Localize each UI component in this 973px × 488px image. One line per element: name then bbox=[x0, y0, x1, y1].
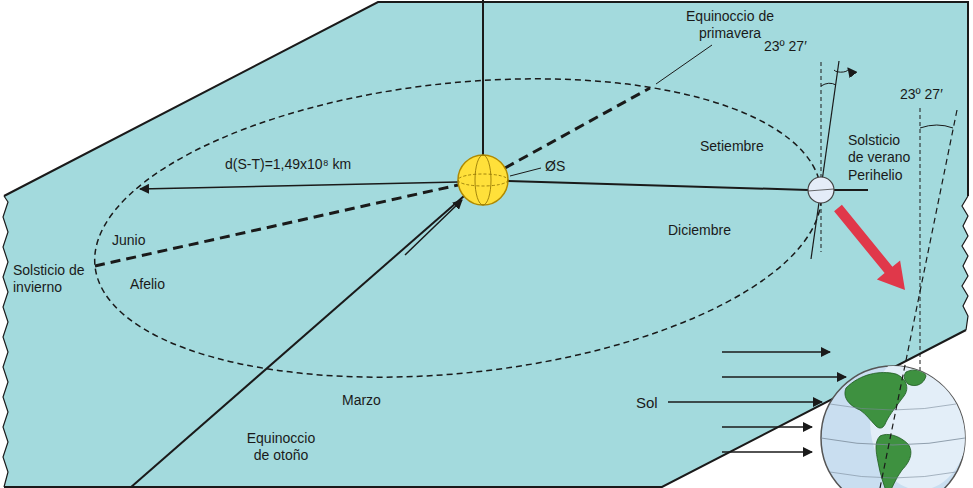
sun-meridian bbox=[475, 155, 491, 205]
equinox-label: Equinoccio de primavera bbox=[684, 8, 776, 42]
continent bbox=[845, 373, 907, 429]
distance-label: d(S-T)=1,49x10⁸ km bbox=[225, 156, 351, 173]
sun-ray bbox=[722, 351, 830, 353]
equinox-label: Equinoccio de otoño bbox=[240, 430, 322, 464]
earth bbox=[808, 177, 834, 203]
angle-label: 23º 27′ bbox=[900, 86, 943, 103]
globe-parallel bbox=[821, 438, 965, 445]
equinox-axis bbox=[130, 196, 464, 488]
reference-vertical bbox=[821, 62, 822, 252]
angle-label: 23º 27′ bbox=[764, 38, 807, 55]
sun bbox=[458, 155, 508, 205]
globe-parallel bbox=[830, 472, 956, 478]
sun-ray bbox=[722, 451, 812, 453]
leader-line bbox=[510, 168, 541, 176]
angle-arc bbox=[821, 83, 836, 86]
angle-arc bbox=[920, 125, 953, 128]
sun-earth-line bbox=[508, 181, 808, 190]
globe-parallel bbox=[830, 404, 956, 410]
pointer-arrow bbox=[405, 200, 462, 255]
sun-earth-line bbox=[834, 189, 868, 191]
sun-ray bbox=[722, 376, 846, 378]
sun-equator bbox=[458, 174, 508, 186]
diameter-label: ØS bbox=[545, 158, 565, 175]
earth-axis bbox=[811, 61, 839, 259]
month-label: Junio bbox=[112, 232, 145, 249]
zoom-arrow bbox=[834, 205, 905, 290]
continent bbox=[904, 370, 926, 386]
globe-surface bbox=[821, 350, 970, 488]
aphelion-label: Afelio bbox=[130, 276, 165, 293]
solstice-line bbox=[95, 185, 458, 266]
ecliptic-plane bbox=[3, 2, 968, 487]
sun-ray bbox=[668, 401, 822, 403]
month-label: Setiembre bbox=[700, 138, 764, 155]
perihelion-label: Perihelio bbox=[848, 167, 902, 184]
vertical-axis bbox=[482, 0, 484, 155]
rotation-symbol bbox=[834, 68, 848, 72]
leader-line bbox=[656, 45, 712, 84]
orbit bbox=[80, 46, 836, 411]
month-label: Marzo bbox=[342, 392, 381, 409]
earth-equator bbox=[808, 189, 834, 191]
continent bbox=[876, 434, 911, 488]
sun-label: Sol bbox=[636, 394, 658, 411]
month-label: Diciembre bbox=[668, 222, 731, 239]
solstice-label: Solsticio de invierno bbox=[13, 262, 85, 296]
distance-arrow bbox=[140, 182, 458, 189]
equinox-line bbox=[505, 88, 650, 168]
plane-edge bbox=[4, 2, 968, 487]
solstice-label: Solsticio de verano bbox=[848, 132, 918, 166]
sun-ray bbox=[722, 426, 812, 428]
globe-axis bbox=[880, 110, 957, 488]
